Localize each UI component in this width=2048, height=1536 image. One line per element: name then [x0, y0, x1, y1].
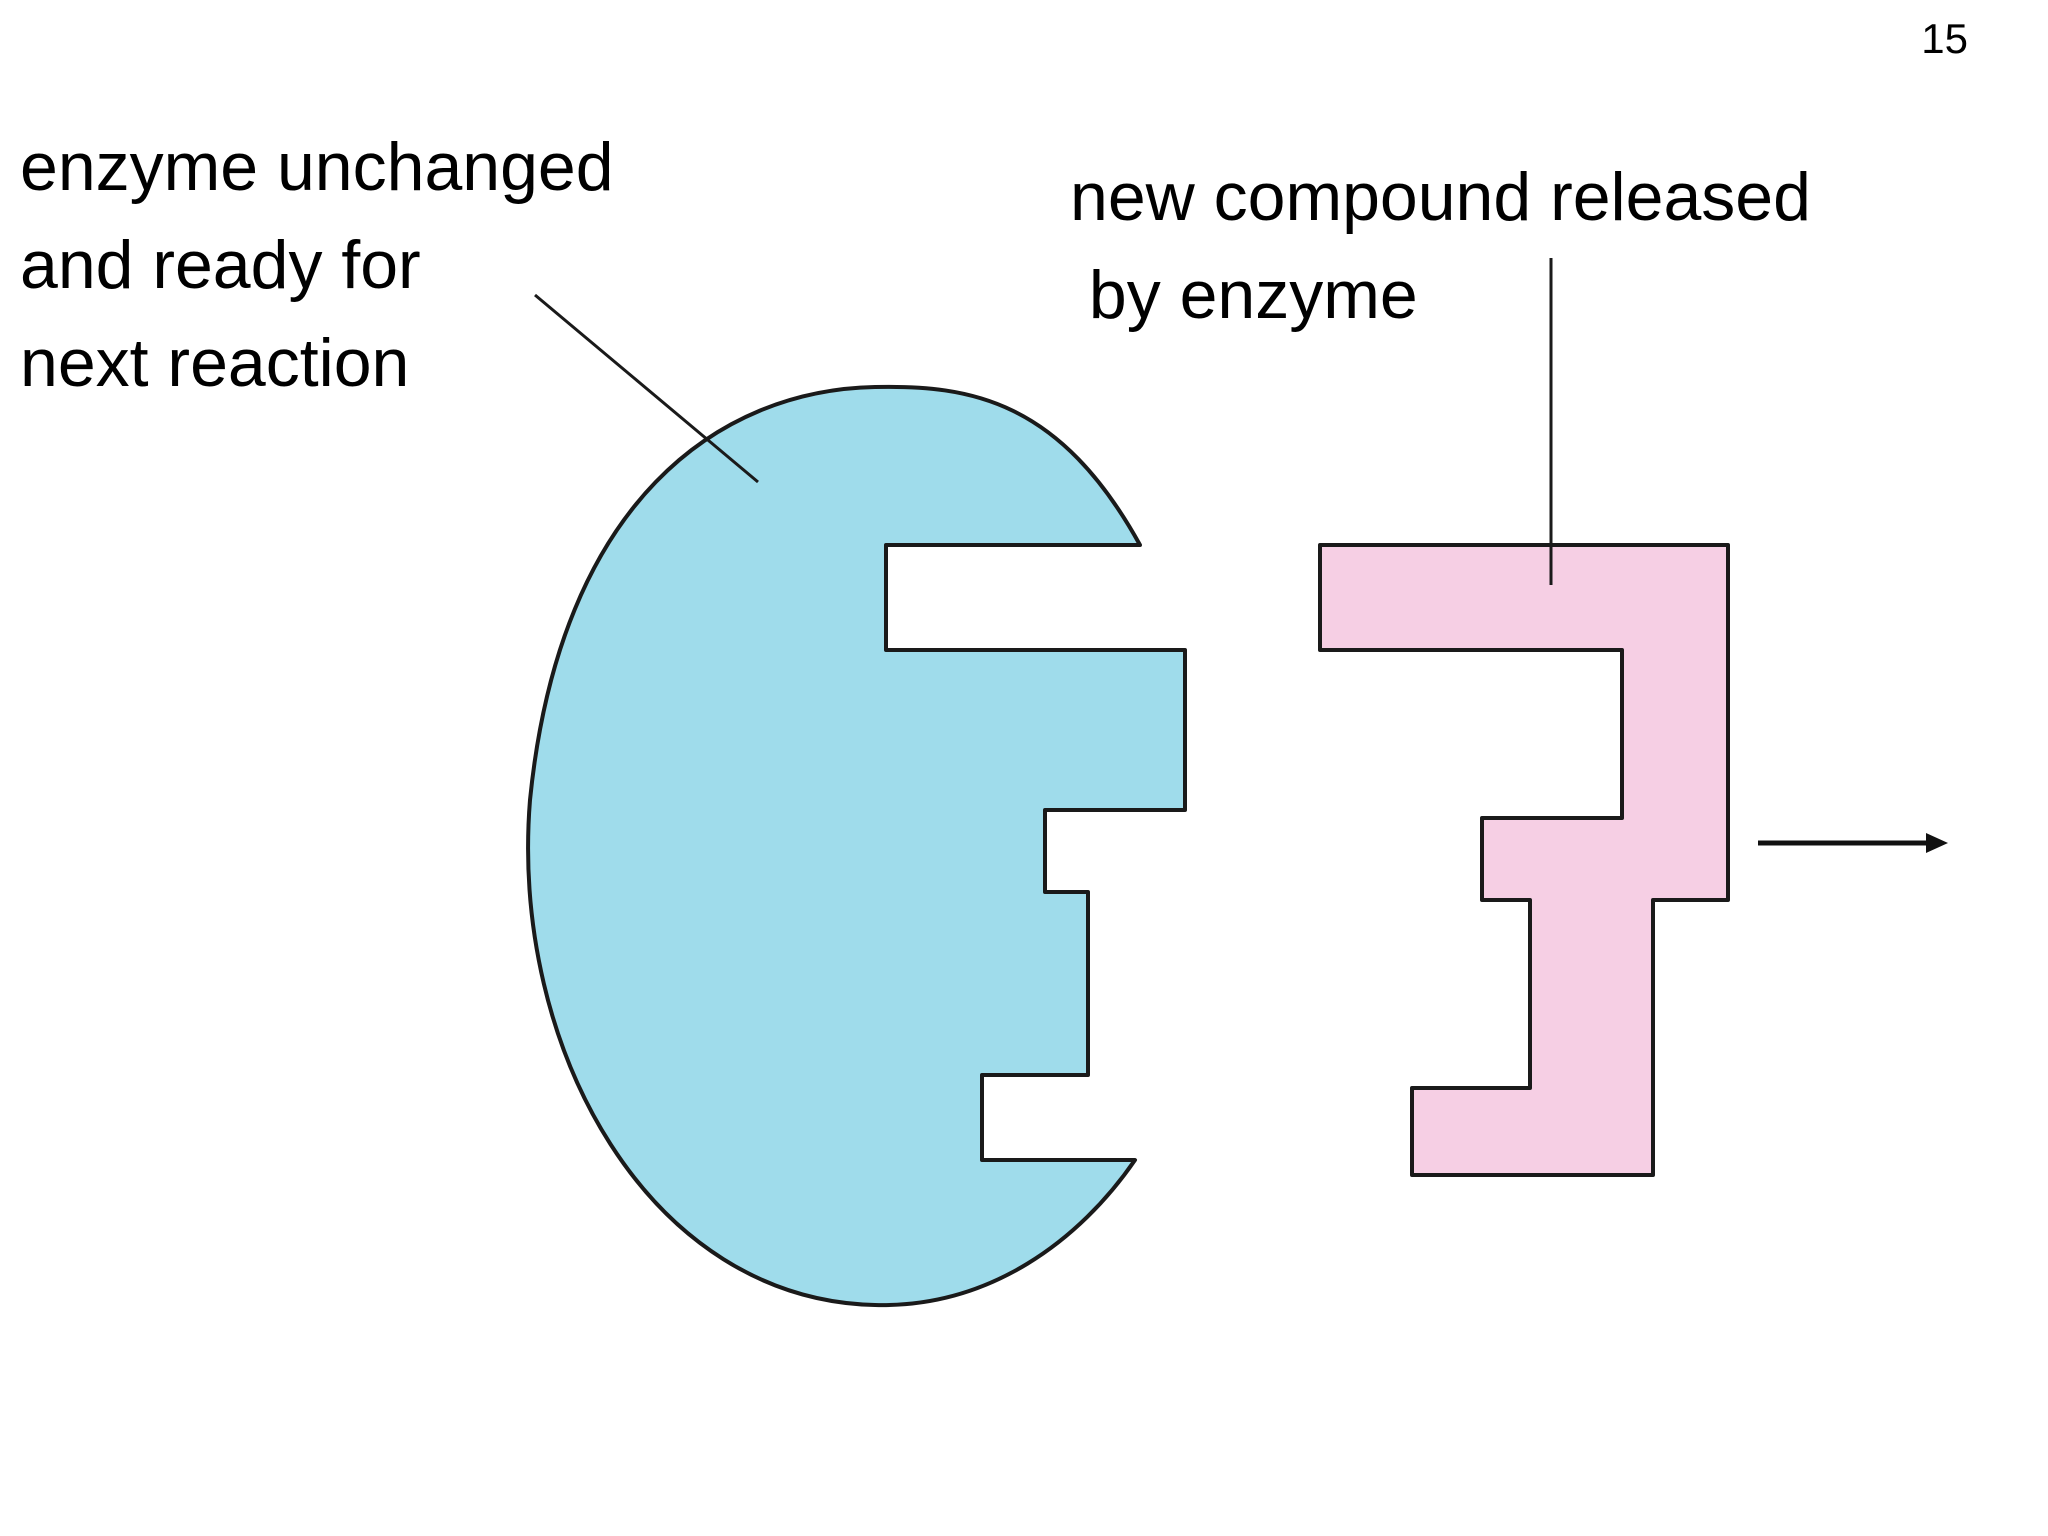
slide-number: 15 [1921, 15, 1968, 62]
compound-label: new compound released by enzyme [1070, 148, 1811, 344]
enzyme-label-line-1: enzyme unchanged [20, 129, 614, 205]
arrow-right-icon [1758, 833, 1948, 853]
compound-label-line-1: new compound released [1070, 159, 1811, 235]
product-compound [1318, 543, 1730, 1177]
enzyme-label: enzyme unchanged and ready for next reac… [20, 118, 614, 412]
enzyme-leader-line [534, 293, 759, 484]
enzyme-blob [526, 384, 1187, 1308]
enzyme-label-line-3: next reaction [20, 325, 410, 401]
compound-label-line-2: by enzyme [1070, 257, 1418, 333]
enzyme-label-line-2: and ready for [20, 227, 421, 303]
